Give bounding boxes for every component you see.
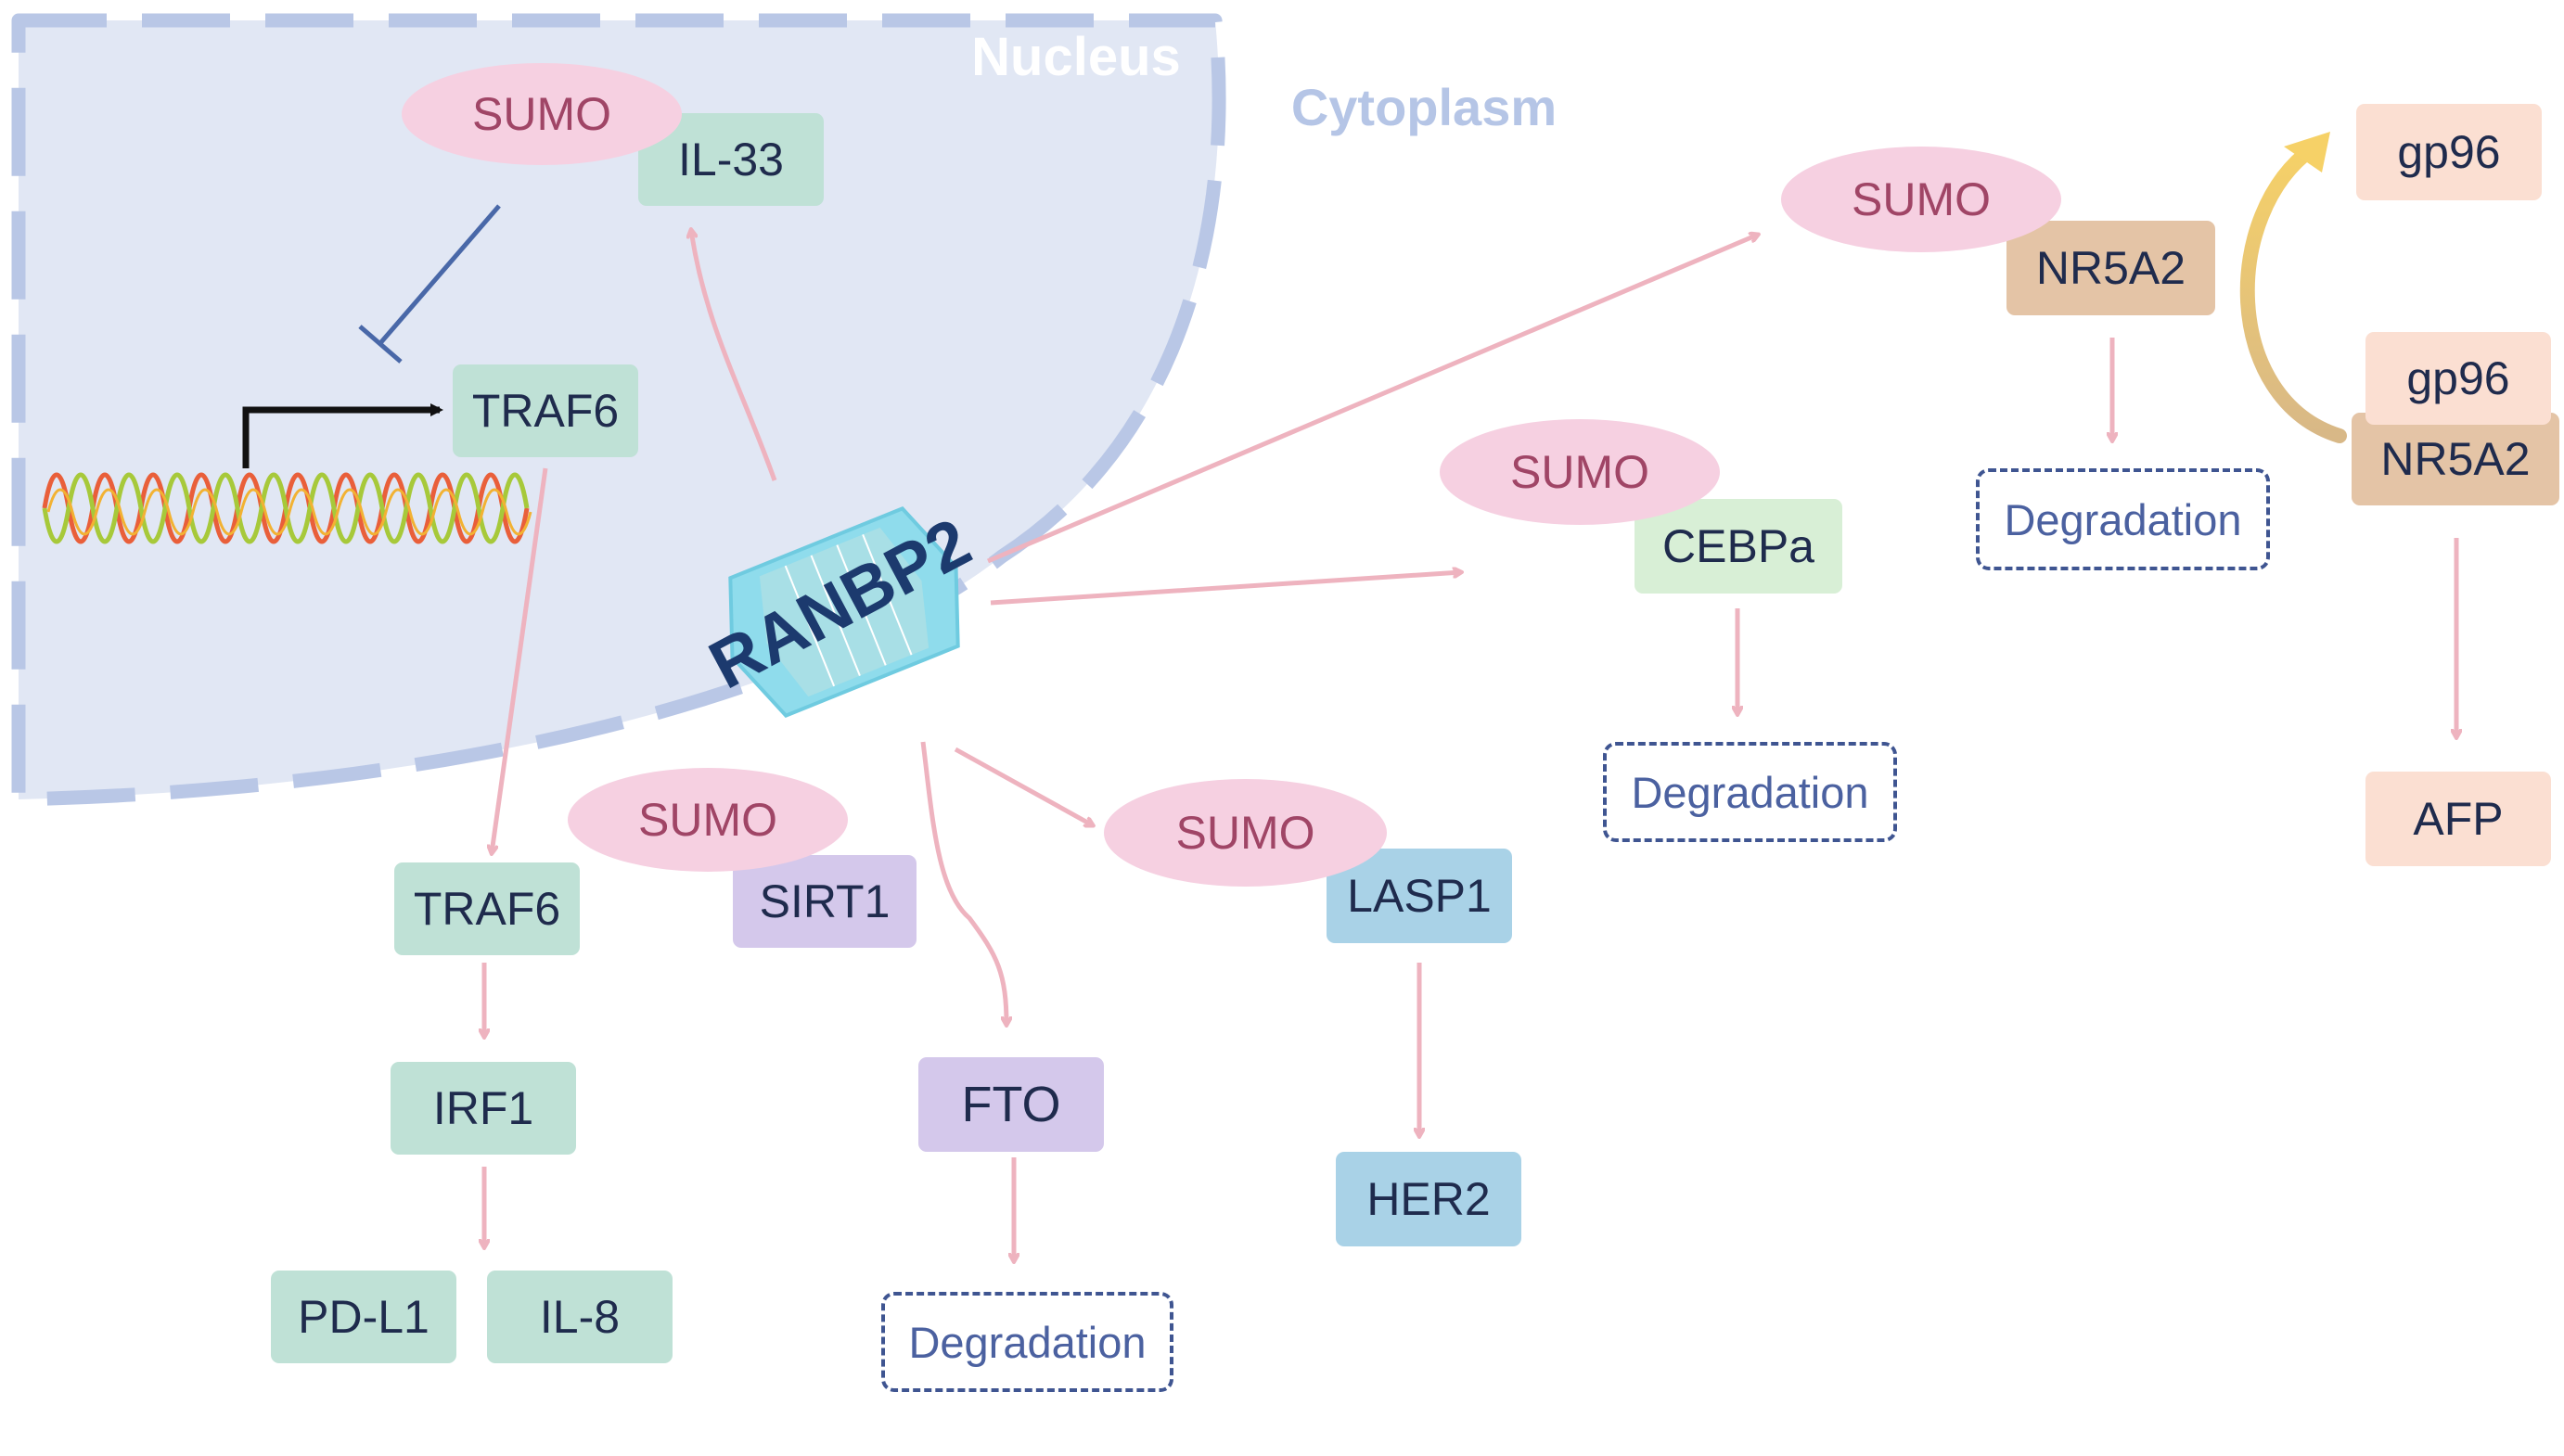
degradation-nr5a2: Degradation [1976, 468, 2270, 570]
sumo-lasp1: SUMO [1104, 779, 1387, 887]
sumo-nr5a2: SUMO [1781, 147, 2061, 252]
traf6-nuclear-box: TRAF6 [453, 364, 638, 457]
cebpa-box: CEBPa [1635, 499, 1842, 594]
arrow-ranbp2-to-il33 [691, 230, 777, 481]
sumo-il33: SUMO [402, 63, 682, 165]
nucleus-label: Nucleus [971, 26, 1181, 87]
transcription-start-arrow [242, 403, 443, 468]
arrow-ranbp2-to-fto [920, 741, 1006, 1025]
il8-box: IL-8 [487, 1271, 673, 1363]
degradation-fto: Degradation [881, 1292, 1173, 1392]
sumo-cebpa: SUMO [1440, 419, 1720, 525]
arrow-traf6-to-cytoplasmic-traf6 [492, 467, 548, 853]
arrow-ranbp2-to-nr5a2 [987, 235, 1758, 564]
irf1-box: IRF1 [391, 1062, 576, 1155]
nr5a2-complex-box: NR5A2 [2352, 413, 2559, 505]
sirt1-box: SIRT1 [733, 855, 917, 948]
gp96-release-arrow [2239, 132, 2347, 443]
traf6-cytoplasmic-box: TRAF6 [394, 862, 580, 955]
nr5a2-box: NR5A2 [2006, 221, 2215, 315]
gp96-free-box: gp96 [2356, 104, 2542, 200]
sumo-sirt1: SUMO [568, 768, 848, 872]
pdl1-box: PD-L1 [271, 1271, 456, 1363]
pathway-arrows [484, 230, 2456, 1261]
arrow-ranbp2-to-cebpa [990, 572, 1461, 606]
her2-box: HER2 [1336, 1152, 1521, 1246]
fto-box: FTO [918, 1057, 1104, 1152]
dna-helix [42, 472, 532, 544]
cytoplasm-label: Cytoplasm [1290, 77, 1558, 136]
gp96-complex-box: gp96 [2365, 332, 2551, 425]
afp-box: AFP [2365, 772, 2551, 866]
inhibition-arrow [358, 204, 501, 364]
arrow-ranbp2-to-lasp1 [954, 747, 1093, 825]
degradation-cebpa: Degradation [1603, 742, 1897, 842]
nuclear-pore-complex [728, 505, 960, 719]
